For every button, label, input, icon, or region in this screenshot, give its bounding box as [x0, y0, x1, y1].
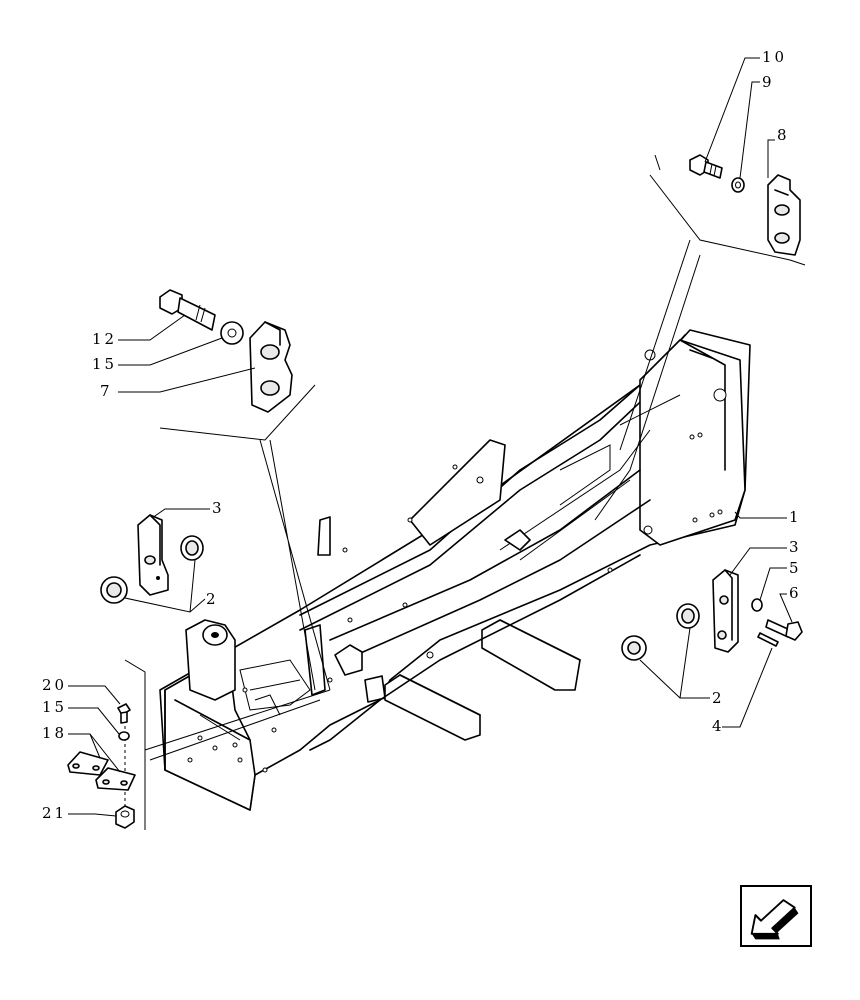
callout-2-right: 2 [712, 689, 725, 707]
callout-12: 12 [92, 330, 117, 348]
plate-group-bottom-left [67, 659, 146, 830]
previous-page-button[interactable] [740, 885, 812, 947]
bolt-part-12 [159, 289, 216, 331]
clamp-group-left [159, 289, 316, 441]
callout-20: 20 [42, 676, 67, 694]
callout-21: 21 [42, 804, 67, 822]
bushing-part-2-lower [100, 576, 128, 604]
bushing-group-right [621, 569, 803, 661]
callout-7: 7 [100, 382, 113, 400]
callout-3-right: 3 [789, 538, 802, 556]
bolt-part-10 [689, 154, 723, 179]
bushing-group-left [100, 514, 204, 604]
callout-6: 6 [789, 584, 802, 602]
clamp-part-3-right [712, 569, 739, 653]
callout-5: 5 [789, 559, 802, 577]
washer-part-15 [220, 321, 244, 345]
arrow-previous-icon [750, 899, 799, 940]
bolt-part-20 [117, 703, 131, 724]
washer-part-9 [731, 177, 745, 193]
callout-15-lower: 15 [42, 698, 67, 716]
washer-part-5 [751, 598, 763, 612]
nut-part-21 [115, 805, 135, 829]
callout-10: 10 [762, 48, 787, 66]
bushing-part-2-right-lower [621, 635, 647, 661]
callout-2-left: 2 [206, 590, 219, 608]
bolt-part-6 [765, 619, 803, 641]
callout-3-left: 3 [212, 499, 225, 517]
bushing-part-2-upper [180, 535, 204, 561]
callout-labels: 10 9 8 12 15 7 3 2 1 3 5 6 2 4 20 15 18 … [42, 48, 802, 822]
callout-18: 18 [42, 724, 67, 742]
callout-4: 4 [712, 717, 725, 735]
pin-part-4 [757, 632, 779, 647]
callout-15-upper: 15 [92, 355, 117, 373]
bushing-part-2-right-upper [676, 603, 700, 629]
main-frame [144, 239, 751, 811]
leader-lines [68, 57, 793, 817]
clamp-group-top-right [649, 154, 806, 266]
callout-9: 9 [762, 73, 775, 91]
callout-1: 1 [789, 508, 802, 526]
clamp-part-3-left [137, 514, 169, 596]
callout-8: 8 [777, 126, 790, 144]
clamp-part-7 [249, 321, 293, 413]
washer-part-15-lower [118, 731, 130, 741]
